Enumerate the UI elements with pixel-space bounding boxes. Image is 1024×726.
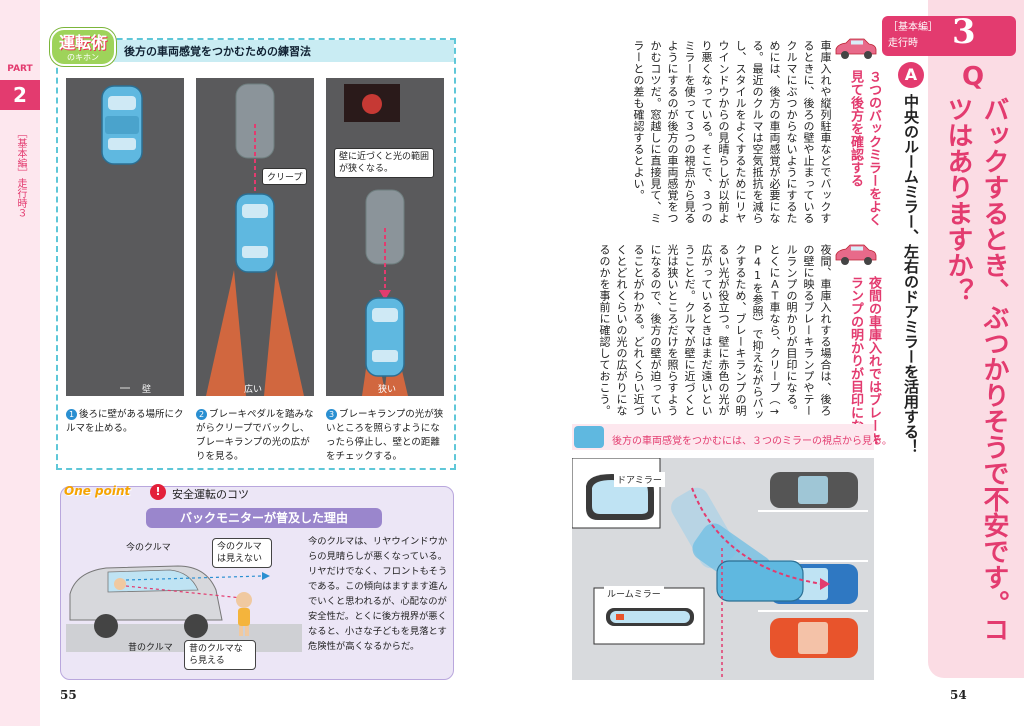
narrow-label: 狭い (378, 385, 397, 395)
body-text-1: 車庫入れや縦列駐車などでバックするときに、後ろの壁や止まっているクルマにぶつから… (632, 40, 832, 224)
number-circle-icon: 1 (66, 409, 77, 420)
question-mark-label: Q (962, 62, 985, 92)
onepoint-logo: One point (64, 484, 131, 498)
monitor-banner: バックモニターが普及した理由 (146, 508, 382, 528)
practice-logo-sub: のキホン (67, 53, 99, 62)
part-badge: PART 2 (0, 64, 40, 110)
bubble-now: 今のクルマは見えない (212, 538, 272, 568)
practice-panel-3: 壁に近づくと光の範囲が狭くなる。 狭い (326, 78, 444, 396)
practice-logo: 運転術 のキホン (50, 28, 116, 66)
left-page-side-tab (0, 0, 40, 726)
answer-title: 中央のルームミラー、左右のドアミラーを活用する！ (902, 94, 920, 454)
point-1-title: ３つのバックミラーをよく見て後方を確認する (848, 70, 881, 226)
practice-panel-1: 壁 (66, 78, 184, 396)
caption-1-text: 後ろに壁がある場所にクルマを止める。 (66, 409, 184, 434)
page-number-right: 54 (950, 688, 967, 702)
wall-label-1: 壁 (142, 385, 152, 395)
answer-mark: A (898, 62, 924, 88)
car-icon (770, 618, 858, 658)
section-badge (882, 16, 1016, 56)
part-label: PART (7, 64, 33, 74)
section-tag: ［基本編］ (888, 22, 938, 33)
number-circle-icon: 2 (196, 409, 207, 420)
practice-panel-2: クリープ 広い (196, 78, 314, 396)
car-icon (235, 193, 275, 273)
body-text-2: 夜間、車庫入れする場合は、後ろの壁に映るブレーキランプやテールランプの明かりが目… (598, 244, 832, 421)
page-number-left: 55 (60, 688, 77, 702)
old-car-label: 昔のクルマ (128, 643, 173, 653)
car-icon (835, 38, 877, 59)
point-2-title: 夜間の車庫入れではブレーキランプの明かりが目印になる (848, 276, 881, 445)
section-number: 3 (952, 12, 976, 52)
onepoint-illustration (66, 565, 302, 652)
question-title: バックするとき、ぶつかりそうで不安です。コツはありますか？ (943, 96, 1009, 642)
car-icon (365, 297, 405, 377)
wide-label: 広い (244, 385, 263, 395)
right-page-side-tab (928, 0, 1024, 678)
door-mirror-label: ドアミラー (614, 472, 665, 487)
onepoint-text: 今のクルマは、リヤウインドウからの見晴らしが悪くなっている。リヤだけでなく、フロ… (308, 536, 448, 652)
practice-title: 後方の車両感覚をつかむための練習法 (124, 45, 311, 58)
room-mirror-label: ルームミラー (604, 586, 664, 601)
car-icon (574, 426, 604, 448)
creep-label: クリープ (262, 168, 308, 185)
caption-2-text: ブレーキペダルを踏みながらクリープでバックし、ブレーキランプの光の広がりを見る。 (196, 409, 314, 462)
caption-3-text: ブレーキランプの光が狭いところを照らすようになったら停止し、壁との距離をチェック… (326, 409, 444, 462)
practice-header (58, 40, 454, 62)
left-tab-text: ［基本編］走行時３ (15, 128, 26, 218)
car-icon (101, 85, 143, 165)
car-icon (835, 244, 877, 265)
note-label-3: 壁に近づくと光の範囲が狭くなる。 (334, 148, 434, 178)
number-circle-icon: 3 (326, 409, 337, 420)
car-icon (716, 560, 804, 602)
bubble-old: 昔のクルマなら見える (184, 640, 256, 670)
practice-logo-main: 運転術 (58, 33, 107, 52)
part-number: 2 (0, 80, 40, 110)
mirror-caption-text: 後方の車両感覚をつかむには、３つのミラーの視点から見る。 (612, 436, 892, 447)
now-car-label: 今のクルマ (126, 543, 171, 553)
section-sub: 走行時 (888, 38, 918, 49)
mirror-scene (572, 458, 874, 680)
mirror-caption-bar (572, 424, 874, 450)
car-icon (770, 472, 858, 508)
onepoint-label: 安全運転のコツ (172, 488, 249, 501)
exclamation-icon: ! (150, 484, 166, 500)
